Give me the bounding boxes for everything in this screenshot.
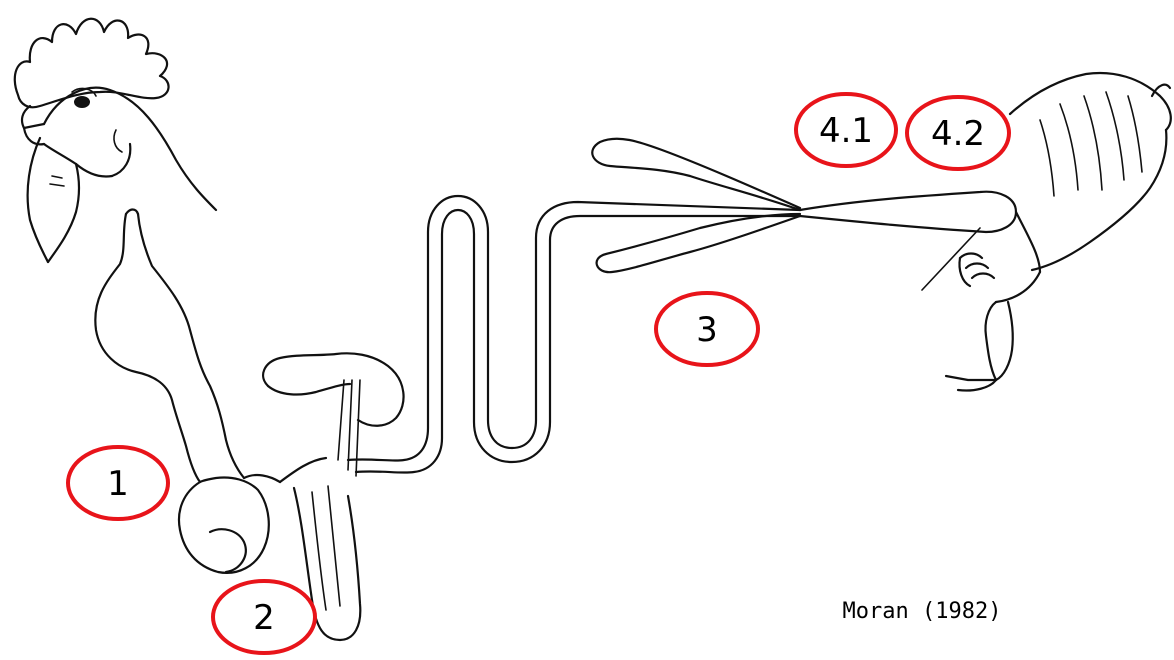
intestine-illustration (263, 196, 800, 640)
marker-1-label: 1 (107, 464, 129, 504)
marker-2-label: 2 (253, 598, 275, 638)
marker-4-1-label: 4.1 (819, 111, 873, 151)
marker-4-2-label: 4.2 (931, 114, 985, 154)
citation-text: Moran (1982) (843, 599, 1002, 624)
marker-4-1: 4.1 (796, 94, 896, 166)
marker-1: 1 (68, 447, 168, 519)
marker-4-2: 4.2 (907, 97, 1009, 169)
marker-2: 2 (213, 581, 315, 653)
marker-3: 3 (656, 293, 758, 365)
marker-3-label: 3 (696, 310, 718, 350)
rooster-head-illustration (15, 19, 216, 262)
